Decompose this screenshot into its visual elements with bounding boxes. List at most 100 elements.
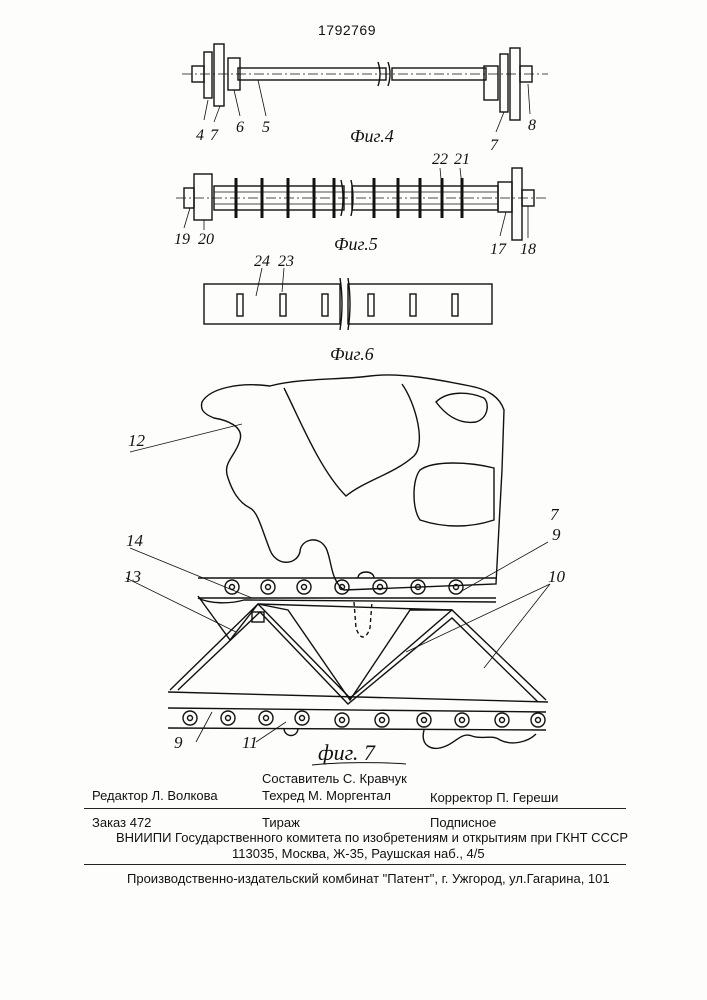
fig7-lower-tine	[423, 730, 536, 748]
chain-pin	[422, 718, 427, 723]
fig6-label: 24	[254, 253, 270, 270]
fig4-label: 5	[262, 119, 270, 136]
chain-lower-edge	[198, 598, 496, 603]
footer-corrector: Корректор П. Гереши	[430, 790, 558, 805]
fig4-right-sprocket-a	[500, 54, 508, 112]
fig4-label: 8	[528, 117, 536, 134]
fig6-label: 23	[278, 253, 294, 270]
chain-roller	[297, 580, 311, 594]
fig6-slot	[410, 294, 416, 316]
leader	[496, 112, 504, 132]
fig6-slot	[280, 294, 286, 316]
fig6-slot	[368, 294, 374, 316]
fig6-drawing	[204, 268, 492, 330]
footer-techred: Техред М. Моргентал	[262, 788, 391, 803]
chain-pin	[340, 718, 345, 723]
chain-pin	[500, 718, 505, 723]
fig5-right-sprocket	[512, 168, 522, 240]
chain-pin	[536, 718, 541, 723]
fig6-plate-right	[348, 284, 492, 324]
fig7-tine-body	[202, 375, 505, 590]
leader	[256, 722, 286, 742]
leader	[204, 100, 208, 120]
chain-roller	[495, 713, 509, 727]
fig5-label: 19	[174, 231, 190, 248]
fig7-label: 7	[550, 505, 560, 524]
chain-pin	[266, 585, 271, 590]
leader	[282, 268, 284, 292]
fig7-label: 11	[242, 733, 258, 752]
leader	[234, 90, 240, 116]
triangle-outline	[170, 604, 546, 700]
chain-roller	[225, 580, 239, 594]
fig5-label: 17	[490, 241, 507, 258]
fig5-label: 18	[520, 241, 536, 258]
fig7-tine-inner	[414, 463, 494, 526]
chain-pin	[380, 718, 385, 723]
chain-pin	[226, 716, 231, 721]
fig4-caption: Фиг.4	[350, 126, 394, 146]
fig7-label: 10	[548, 567, 566, 586]
fig7-label: 13	[124, 567, 141, 586]
footer-divider	[84, 808, 626, 809]
chain-pin	[264, 716, 269, 721]
fig5-drawing	[176, 168, 546, 240]
footer-composer: Составитель С. Кравчук	[262, 771, 407, 786]
fig7-label: 9	[174, 733, 183, 752]
fig4-label: 6	[236, 119, 244, 136]
fig5-label: 22	[432, 151, 448, 168]
chain-bolt	[358, 572, 374, 578]
fig7-label: 12	[128, 431, 146, 450]
footer-podpisnoe: Подписное	[430, 815, 496, 830]
chain-roller	[261, 580, 275, 594]
chain-pin	[302, 585, 307, 590]
chain-roller	[375, 713, 389, 727]
chain-roller	[221, 711, 235, 725]
chain-roller	[259, 711, 273, 725]
leader	[130, 548, 252, 598]
fig7-upper-chain	[198, 572, 496, 637]
chain-roller	[335, 713, 349, 727]
footer-printer: Производственно-издательский комбинат "П…	[127, 871, 610, 886]
leader	[126, 578, 236, 632]
fig7-tine-cutout	[284, 384, 419, 496]
chain-roller	[295, 711, 309, 725]
leader	[406, 584, 550, 652]
fig4-left-sprocket-a	[204, 52, 212, 98]
footer-order: Заказ 472	[92, 815, 151, 830]
leader	[484, 584, 550, 668]
fig5-label: 21	[454, 151, 470, 168]
fig4-left-sprocket-b	[214, 44, 224, 106]
fig6-slot	[237, 294, 243, 316]
footer-divider	[84, 864, 626, 865]
leader	[130, 424, 242, 452]
chain-pin	[188, 716, 193, 721]
footer-tirazh: Тираж	[262, 815, 300, 830]
fig6-caption: Фиг.6	[330, 344, 374, 364]
leader	[500, 212, 506, 236]
fig4-label: 7	[210, 127, 219, 144]
footer-org: ВНИИПИ Государственного комитета по изоб…	[116, 830, 628, 845]
chain-pin	[300, 716, 305, 721]
fig5-label: 20	[198, 231, 214, 248]
footer-editor: Редактор Л. Волкова	[92, 788, 218, 803]
fig5-caption: Фиг.5	[334, 234, 378, 254]
leader	[214, 106, 220, 122]
fig7-caption: фиг. 7	[318, 740, 376, 765]
footer-address: 113035, Москва, Ж-35, Раушская наб., 4/5	[232, 846, 485, 861]
chain-pin	[460, 718, 465, 723]
chain-roller	[417, 713, 431, 727]
chain-roller	[373, 580, 387, 594]
chain-roller	[531, 713, 545, 727]
fig5-left-block	[194, 174, 212, 220]
leader	[528, 84, 530, 114]
fig4-label: 4	[196, 127, 204, 144]
chain-roller	[335, 580, 349, 594]
leader	[196, 712, 212, 742]
leader	[256, 268, 262, 296]
leader	[460, 542, 548, 592]
chain-pin	[230, 585, 235, 590]
fig4-label: 7	[490, 137, 499, 154]
chain-roller	[183, 711, 197, 725]
fig4-right-sprocket-b	[510, 48, 520, 120]
